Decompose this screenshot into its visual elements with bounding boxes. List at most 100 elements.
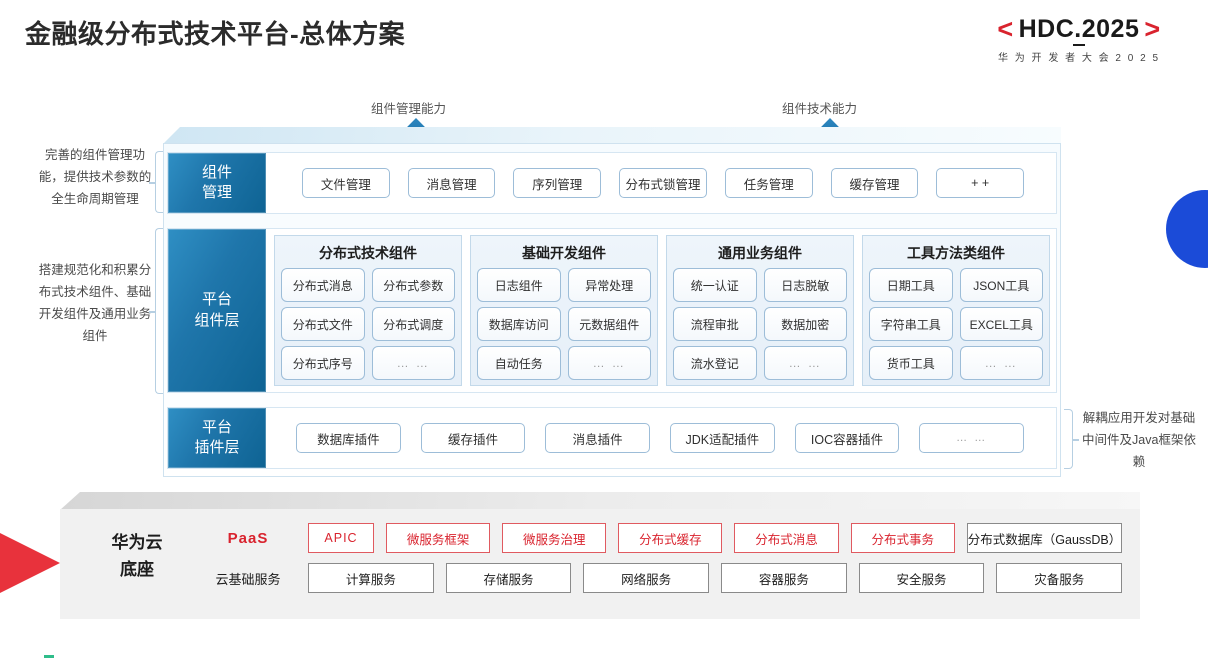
chip-distributed-sequence[interactable]: 分布式序号: [281, 346, 365, 380]
chip-more-ellipsis[interactable]: … …: [567, 346, 651, 380]
base-panel-title: 华为云 底座: [82, 529, 192, 583]
chip-exception-handling[interactable]: 异常处理: [567, 268, 651, 302]
row-label-platform-component-layer: 平台 组件层: [168, 229, 266, 392]
chip-distributed-lock-management[interactable]: 分布式锁管理: [619, 168, 707, 198]
row-label-line2: 管理: [201, 184, 232, 201]
tag-distributed-message[interactable]: 分布式消息: [734, 523, 839, 553]
chip-distributed-file[interactable]: 分布式文件: [281, 307, 365, 341]
chip-transaction-register[interactable]: 流水登记: [673, 346, 757, 380]
chip-jdk-adapter-plugin[interactable]: JDK适配插件: [670, 423, 775, 453]
chip-log-component[interactable]: 日志组件: [477, 268, 561, 302]
row-label-line2: 组件层: [194, 311, 240, 329]
row-label-line1: 组件: [201, 163, 232, 181]
chip-auto-task[interactable]: 自动任务: [477, 346, 561, 380]
arrow-label-component-technology: 组件技术能力: [782, 102, 858, 116]
group-utility-method-components: 工具方法类组件 日期工具 JSON工具 字符串工具 EXCEL工具 货币工具 ……: [862, 235, 1050, 386]
group-title: 分布式技术组件: [319, 245, 417, 261]
chip-message-plugin[interactable]: 消息插件: [545, 423, 651, 453]
chip-metadata-component[interactable]: 元数据组件: [567, 307, 651, 341]
chip-data-encryption[interactable]: 数据加密: [763, 307, 847, 341]
base-title-line1: 华为云: [111, 533, 163, 552]
chip-add-more[interactable]: + +: [936, 168, 1025, 198]
tag-distributed-database-gaussdb[interactable]: 分布式数据库（GaussDB）: [966, 523, 1123, 553]
brace-platform-component-layer: [149, 228, 164, 394]
tag-microservice-governance[interactable]: 微服务治理: [502, 523, 607, 553]
tag-container-service[interactable]: 容器服务: [721, 563, 847, 593]
tag-microservice-framework[interactable]: 微服务框架: [386, 523, 491, 553]
chip-excel-tool[interactable]: EXCEL工具: [959, 307, 1043, 341]
base-panel-bevel: [60, 492, 1140, 510]
chip-log-desensitization[interactable]: 日志脱敏: [763, 268, 847, 302]
angle-bracket-left-icon: <: [997, 14, 1014, 44]
row-platform-plugin-layer: 平台 插件层 数据库插件 缓存插件 消息插件 JDK适配插件 IOC容器插件 ……: [167, 407, 1057, 469]
chip-more-ellipsis[interactable]: … …: [919, 423, 1025, 453]
group-basic-development-components: 基础开发组件 日志组件 异常处理 数据库访问 元数据组件 自动任务 … …: [470, 235, 658, 386]
red-wedge-decoration: [0, 505, 60, 621]
row-label-platform-plugin-layer: 平台 插件层: [168, 408, 266, 468]
chip-cache-management[interactable]: 缓存管理: [830, 168, 919, 198]
chip-ioc-container-plugin[interactable]: IOC容器插件: [794, 423, 900, 453]
chip-json-tool[interactable]: JSON工具: [959, 268, 1043, 302]
chip-currency-tool[interactable]: 货币工具: [869, 346, 953, 380]
chip-date-tool[interactable]: 日期工具: [869, 268, 953, 302]
chip-distributed-schedule[interactable]: 分布式调度: [371, 307, 455, 341]
arrow-label-component-management: 组件管理能力: [371, 102, 447, 116]
brace-component-management: [149, 151, 164, 213]
component-group-list: 分布式技术组件 分布式消息 分布式参数 分布式文件 分布式调度 分布式序号 … …: [274, 235, 1050, 386]
component-management-chip-list: 文件管理 消息管理 序列管理 分布式锁管理 任务管理 缓存管理 + +: [278, 153, 1048, 213]
tag-distributed-cache[interactable]: 分布式缓存: [618, 523, 723, 553]
chip-more-ellipsis[interactable]: … …: [763, 346, 847, 380]
group-items: 分布式消息 分布式参数 分布式文件 分布式调度 分布式序号 … …: [281, 268, 455, 380]
note-left-top: 完善的组件管理功能，提供技术参数的全生命周期管理: [38, 148, 152, 206]
row-label-line2: 插件层: [194, 439, 240, 456]
note-left-middle: 搭建规范化和积累分布式技术组件、基础开发组件及通用业务组件: [38, 263, 152, 343]
plugin-chip-list: 数据库插件 缓存插件 消息插件 JDK适配插件 IOC容器插件 … …: [278, 408, 1048, 468]
tag-storage-service[interactable]: 存储服务: [445, 563, 572, 593]
group-items: 统一认证 日志脱敏 流程审批 数据加密 流水登记 … …: [673, 268, 847, 380]
deck-bevel: [163, 127, 1061, 144]
group-title: 工具方法类组件: [907, 245, 1005, 261]
tag-distributed-transaction[interactable]: 分布式事务: [850, 523, 955, 553]
group-title: 基础开发组件: [522, 245, 606, 261]
row-label-line1: 平台: [201, 291, 232, 309]
tag-disaster-recovery-service[interactable]: 灾备服务: [996, 563, 1123, 593]
group-general-business-components: 通用业务组件 统一认证 日志脱敏 流程审批 数据加密 流水登记 … …: [666, 235, 854, 386]
chip-string-tool[interactable]: 字符串工具: [869, 307, 953, 341]
chip-message-management[interactable]: 消息管理: [407, 168, 496, 198]
chip-process-approval[interactable]: 流程审批: [673, 307, 757, 341]
chip-task-management[interactable]: 任务管理: [724, 168, 813, 198]
group-items: 日志组件 异常处理 数据库访问 元数据组件 自动任务 … …: [477, 268, 651, 380]
base-row-cloud-infra: 云基础服务 计算服务 存储服务 网络服务 容器服务 安全服务 灾备服务: [200, 563, 1123, 593]
tag-security-service[interactable]: 安全服务: [858, 563, 985, 593]
tag-apic[interactable]: APIC: [308, 523, 374, 553]
hdc-logo-subtitle: 华 为 开 发 者 大 会 2 0 2 5: [997, 53, 1161, 64]
chip-sequence-management[interactable]: 序列管理: [513, 168, 602, 198]
tag-network-service[interactable]: 网络服务: [583, 563, 710, 593]
row-component-management: 组件 管理 文件管理 消息管理 序列管理 分布式锁管理 任务管理 缓存管理 + …: [167, 152, 1057, 214]
page-title: 金融级分布式技术平台-总体方案: [25, 19, 406, 49]
chip-cache-plugin[interactable]: 缓存插件: [420, 423, 526, 453]
chip-database-plugin[interactable]: 数据库插件: [296, 423, 401, 453]
tag-compute-service[interactable]: 计算服务: [308, 563, 434, 593]
chip-more-ellipsis[interactable]: … …: [959, 346, 1043, 380]
blue-circle-decoration: [1166, 190, 1208, 268]
row-platform-component-layer: 平台 组件层 分布式技术组件 分布式消息 分布式参数 分布式文件 分布式调度 分…: [167, 228, 1057, 393]
chip-unified-authentication[interactable]: 统一认证: [673, 268, 757, 302]
group-distributed-tech-components: 分布式技术组件 分布式消息 分布式参数 分布式文件 分布式调度 分布式序号 … …: [274, 235, 462, 386]
base-title-line2: 底座: [120, 560, 154, 580]
angle-bracket-right-icon: >: [1144, 14, 1161, 44]
group-items: 日期工具 JSON工具 字符串工具 EXCEL工具 货币工具 … …: [869, 268, 1043, 380]
note-right: 解耦应用开发对基础中间件及Java框架依赖: [1082, 411, 1196, 469]
chip-file-management[interactable]: 文件管理: [302, 168, 390, 198]
chip-more-ellipsis[interactable]: … …: [371, 346, 455, 380]
chip-database-access[interactable]: 数据库访问: [477, 307, 561, 341]
group-title: 通用业务组件: [718, 245, 802, 261]
chip-distributed-parameter[interactable]: 分布式参数: [371, 268, 455, 302]
row-label-component-management: 组件 管理: [168, 153, 266, 213]
base-panel-rows: PaaS APIC 微服务框架 微服务治理 分布式缓存 分布式消息 分布式事务 …: [200, 523, 1123, 603]
chip-distributed-message[interactable]: 分布式消息: [281, 268, 365, 302]
base-row-title-paas: PaaS: [227, 529, 269, 547]
hdc-logo-text: HDC.2025: [1018, 15, 1140, 46]
base-row-title-cloud-infra: 云基础服务: [215, 571, 281, 587]
huawei-cloud-base-panel: 华为云 底座 PaaS APIC 微服务框架 微服务治理 分布式缓存 分布式消息…: [60, 509, 1140, 619]
